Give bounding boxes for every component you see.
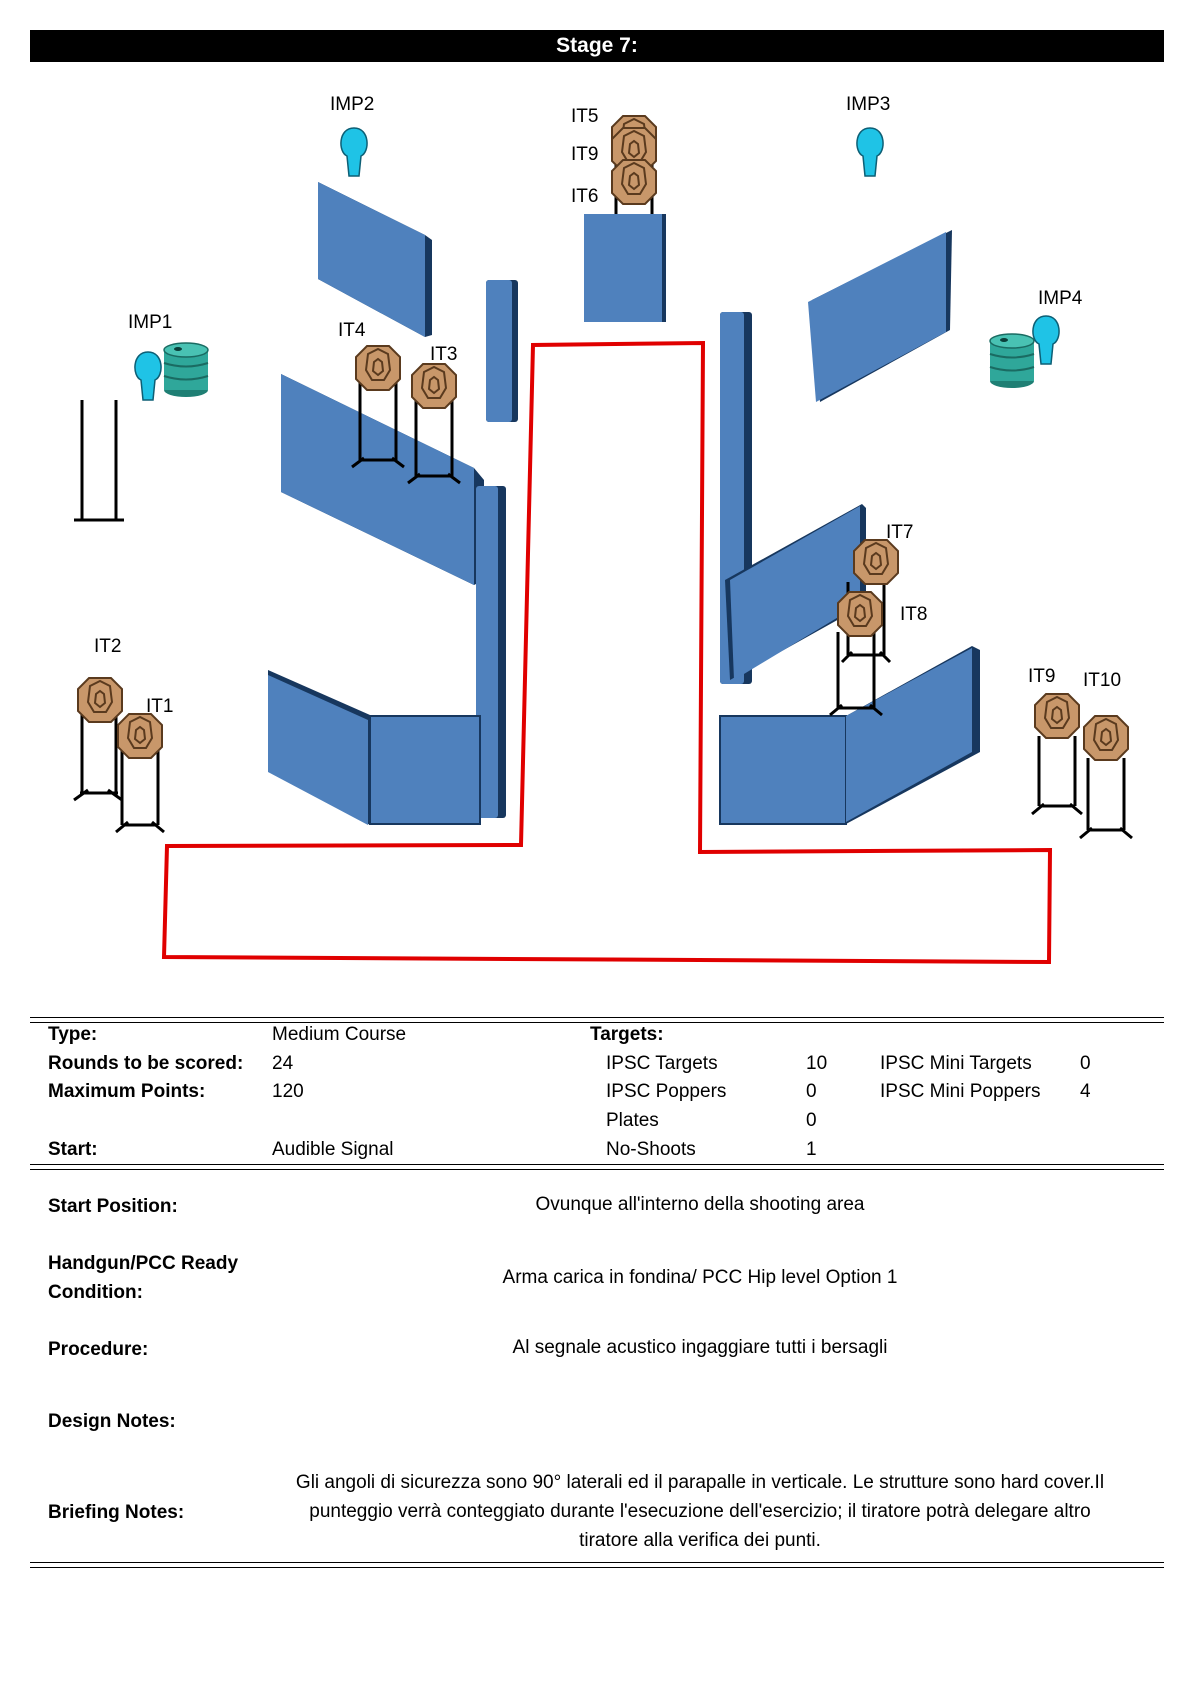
label-it10: IT10 [1083, 670, 1121, 691]
start-label: Start: [48, 1139, 98, 1160]
target-name: IPSC Poppers [606, 1081, 727, 1102]
label-imp4: IMP4 [1038, 288, 1083, 309]
label-it3: IT3 [430, 344, 457, 365]
mini-target-count: 0 [1080, 1053, 1091, 1074]
label-imp2: IMP2 [330, 94, 374, 115]
ready-condition-value: Arma carica in fondina/ PCC Hip level Op… [502, 1267, 898, 1288]
target-name: No-Shoots [606, 1139, 696, 1160]
points-label: Maximum Points: [48, 1081, 206, 1102]
stage-summary: Type: Medium Course Rounds to be scored:… [30, 1024, 1164, 1164]
stage-title: Stage 7: [30, 30, 1164, 62]
target-count: 10 [806, 1053, 828, 1074]
rounds-value: 24 [272, 1053, 294, 1074]
walls [268, 182, 980, 825]
start-position-label: Start Position: [48, 1196, 178, 1217]
procedure-value: Al segnale acustico ingaggiare tutti i b… [512, 1337, 888, 1358]
mini-target-name: IPSC Mini Poppers [880, 1081, 1041, 1102]
target-count: 0 [806, 1110, 817, 1131]
target-count: 0 [806, 1081, 817, 1102]
start-value: Audible Signal [272, 1139, 394, 1160]
type-label: Type: [48, 1024, 98, 1045]
label-it4: IT4 [338, 320, 366, 341]
targets-label: Targets: [590, 1024, 664, 1045]
design-notes-label: Design Notes: [48, 1411, 176, 1432]
rule-mid-2 [30, 1169, 1164, 1170]
ready-condition-label-2: Condition: [48, 1282, 143, 1303]
stage-diagram: IMP2 IMP3 IMP1 IMP4 IT5 IT9 IT6 IT4 IT3 … [73, 94, 1133, 965]
label-it5: IT5 [571, 106, 598, 127]
label-it1: IT1 [146, 696, 173, 717]
rounds-label: Rounds to be scored: [48, 1053, 244, 1074]
label-it2: IT2 [94, 636, 121, 657]
briefing-notes-label: Briefing Notes: [48, 1502, 185, 1523]
rule-bottom-1 [30, 1562, 1164, 1563]
rule-top-2 [30, 1022, 1164, 1023]
procedure-label: Procedure: [48, 1339, 149, 1360]
label-it7: IT7 [886, 522, 913, 543]
rule-bottom-2 [30, 1567, 1164, 1568]
points-value: 120 [272, 1081, 304, 1102]
mini-target-count: 4 [1080, 1081, 1091, 1102]
ready-condition-label-1: Handgun/PCC Ready [48, 1253, 239, 1274]
briefing-notes-line: tiratore alla verifica dei punti. [579, 1530, 821, 1551]
label-it9-right: IT9 [1028, 666, 1055, 687]
rule-top-1 [30, 1017, 1164, 1018]
label-imp3: IMP3 [846, 94, 890, 115]
label-it6: IT6 [571, 186, 598, 207]
label-it9-top: IT9 [571, 144, 598, 165]
target-stands [74, 400, 124, 522]
start-position-value: Ovunque all'interno della shooting area [535, 1194, 865, 1215]
label-it8: IT8 [900, 604, 927, 625]
rule-mid-1 [30, 1164, 1164, 1165]
target-name: Plates [606, 1110, 659, 1131]
fault-line [161, 340, 1053, 965]
target-name: IPSC Targets [606, 1053, 718, 1074]
briefing-notes-line: punteggio verrà conteggiato durante l'es… [309, 1501, 1091, 1522]
label-imp1: IMP1 [128, 312, 172, 333]
type-value: Medium Course [272, 1024, 407, 1045]
mini-target-name: IPSC Mini Targets [880, 1053, 1032, 1074]
target-count: 1 [806, 1139, 817, 1160]
briefing-notes-line: Gli angoli di sicurezza sono 90° lateral… [295, 1472, 1105, 1493]
